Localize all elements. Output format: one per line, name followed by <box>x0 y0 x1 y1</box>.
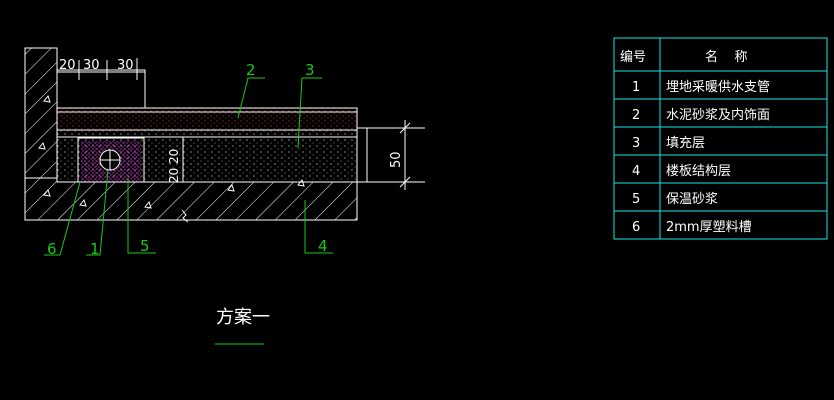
legend-row-num: 6 <box>632 220 640 235</box>
floor-slab <box>24 177 358 221</box>
svg-text:1: 1 <box>90 240 100 258</box>
legend-header-name: 名 称 <box>705 49 748 65</box>
svg-text:4: 4 <box>318 237 328 255</box>
section-drawing: 20 30 30 20 20 50 2 3 <box>24 47 425 345</box>
right-dimension: 50 <box>357 120 425 190</box>
legend-header-number: 编号 <box>620 50 646 65</box>
svg-text:6: 6 <box>47 240 57 258</box>
mortar-layer <box>56 107 358 131</box>
legend-row-num: 5 <box>632 192 640 207</box>
legend-row-num: 4 <box>632 164 640 179</box>
callout-4: 4 <box>304 200 333 255</box>
scheme-title: 方案一 <box>216 307 270 328</box>
svg-text:3: 3 <box>305 61 315 79</box>
legend-row-name: 填充层 <box>666 135 705 151</box>
dim-inner-20-a: 20 <box>167 149 181 164</box>
dim-inner-20-b: 20 <box>167 168 181 183</box>
legend-row-num: 1 <box>632 80 640 95</box>
callout-2: 2 <box>237 61 265 119</box>
inner-vertical-dimension: 20 20 <box>167 137 184 183</box>
legend-row-name: 楼板结构层 <box>666 164 731 179</box>
legend-row-name: 保温砂浆 <box>666 192 718 207</box>
legend-row-name: 水泥砂浆及内饰面 <box>666 107 770 123</box>
callout-3: 3 <box>297 61 322 149</box>
dim-30-a: 30 <box>83 58 100 73</box>
legend-row-name: 埋地采暖供水支管 <box>666 80 770 95</box>
dim-50: 50 <box>389 151 404 168</box>
callout-5: 5 <box>127 178 156 255</box>
legend-row-num: 3 <box>632 136 640 151</box>
top-dimension: 20 30 30 <box>56 58 145 80</box>
dim-20: 20 <box>59 58 76 73</box>
svg-text:5: 5 <box>140 237 150 255</box>
legend-table: 编号 名 称 1 埋地采暖供水支管 2 水泥砂浆及内饰面 3 填充层 4 楼板结… <box>613 37 828 240</box>
callout-1: 1 <box>86 169 109 258</box>
legend-row-name: 2mm厚塑料槽 <box>666 220 752 235</box>
wall-structure <box>24 47 58 179</box>
legend-row-num: 2 <box>632 108 640 123</box>
svg-text:2: 2 <box>246 61 256 79</box>
dim-30-b: 30 <box>117 58 134 73</box>
callout-6: 6 <box>44 181 81 258</box>
aggregate-marks <box>38 94 305 209</box>
